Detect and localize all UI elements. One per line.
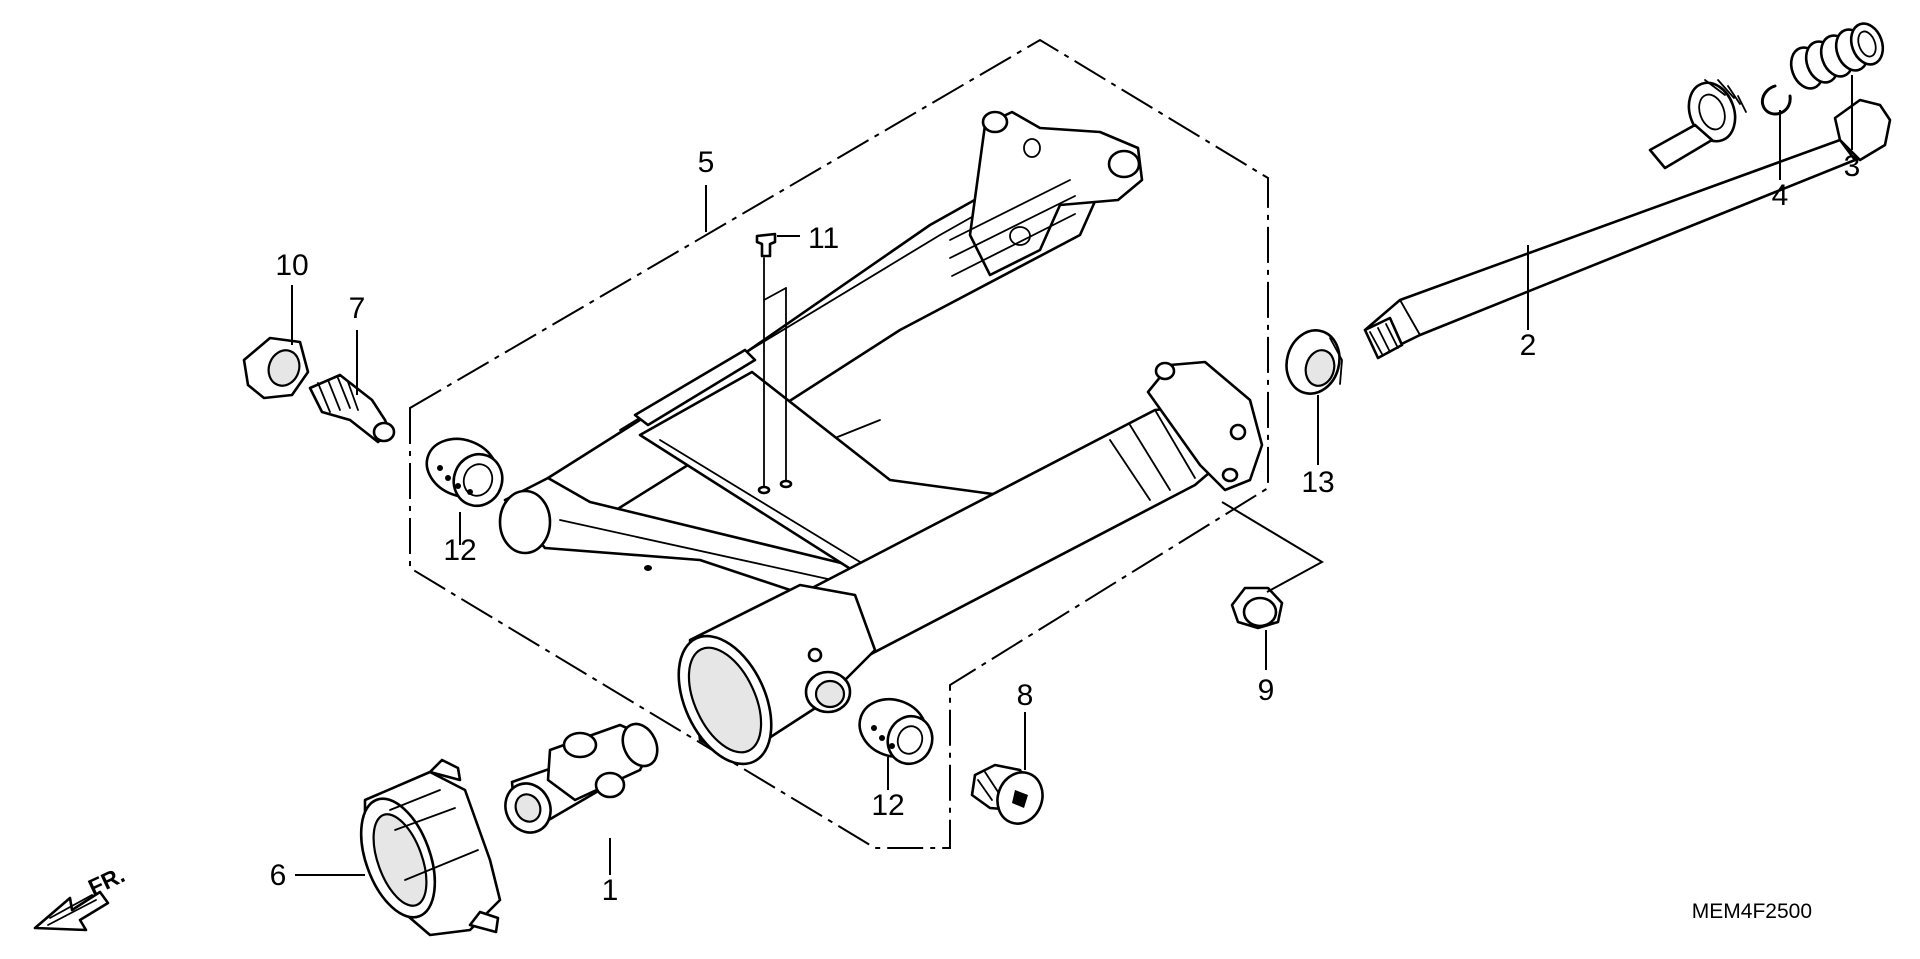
pivot-bolt-part-8[interactable] bbox=[970, 763, 1050, 830]
callout-9: 9 bbox=[1258, 674, 1275, 707]
callout-4: 4 bbox=[1772, 179, 1789, 212]
cap-nut-part-9[interactable] bbox=[1230, 586, 1284, 630]
boot-part-6[interactable] bbox=[347, 758, 502, 937]
callout-7: 7 bbox=[349, 292, 366, 325]
leader-lines bbox=[291, 75, 1853, 876]
swingarm[interactable] bbox=[498, 110, 1264, 779]
adjusting-bolt-part-7[interactable] bbox=[308, 373, 396, 444]
bearing-part-12-lower[interactable] bbox=[851, 690, 938, 770]
universal-joint-part-1[interactable] bbox=[497, 718, 663, 840]
callout-12-lower: 12 bbox=[871, 789, 904, 822]
oil-seal-part-13[interactable] bbox=[1280, 324, 1347, 399]
screw-part-11[interactable] bbox=[755, 232, 793, 495]
callout-10: 10 bbox=[275, 249, 308, 282]
callout-1: 1 bbox=[602, 874, 619, 907]
callout-5: 5 bbox=[698, 146, 715, 179]
assembly-boundary bbox=[409, 38, 1269, 849]
callout-labels: 5 11 10 7 12 12 8 9 13 2 4 3 1 6 bbox=[270, 146, 1861, 907]
callout-12-upper: 12 bbox=[443, 534, 476, 567]
bearing-part-12-upper[interactable] bbox=[419, 429, 510, 512]
callout-6: 6 bbox=[270, 859, 287, 892]
diagram-code: MEM4F2500 bbox=[1692, 900, 1812, 923]
circlip-part-4[interactable] bbox=[1760, 84, 1792, 116]
front-direction-arrow: FR. bbox=[33, 861, 129, 932]
callout-13: 13 bbox=[1301, 466, 1334, 499]
callout-3: 3 bbox=[1844, 150, 1861, 183]
callout-2: 2 bbox=[1520, 329, 1537, 362]
callout-8: 8 bbox=[1017, 679, 1034, 712]
callout-11: 11 bbox=[808, 222, 839, 255]
locknut-part-10[interactable] bbox=[242, 336, 310, 400]
drive-shaft-part-2[interactable] bbox=[1363, 76, 1892, 360]
spring-part-3[interactable] bbox=[1786, 19, 1889, 93]
